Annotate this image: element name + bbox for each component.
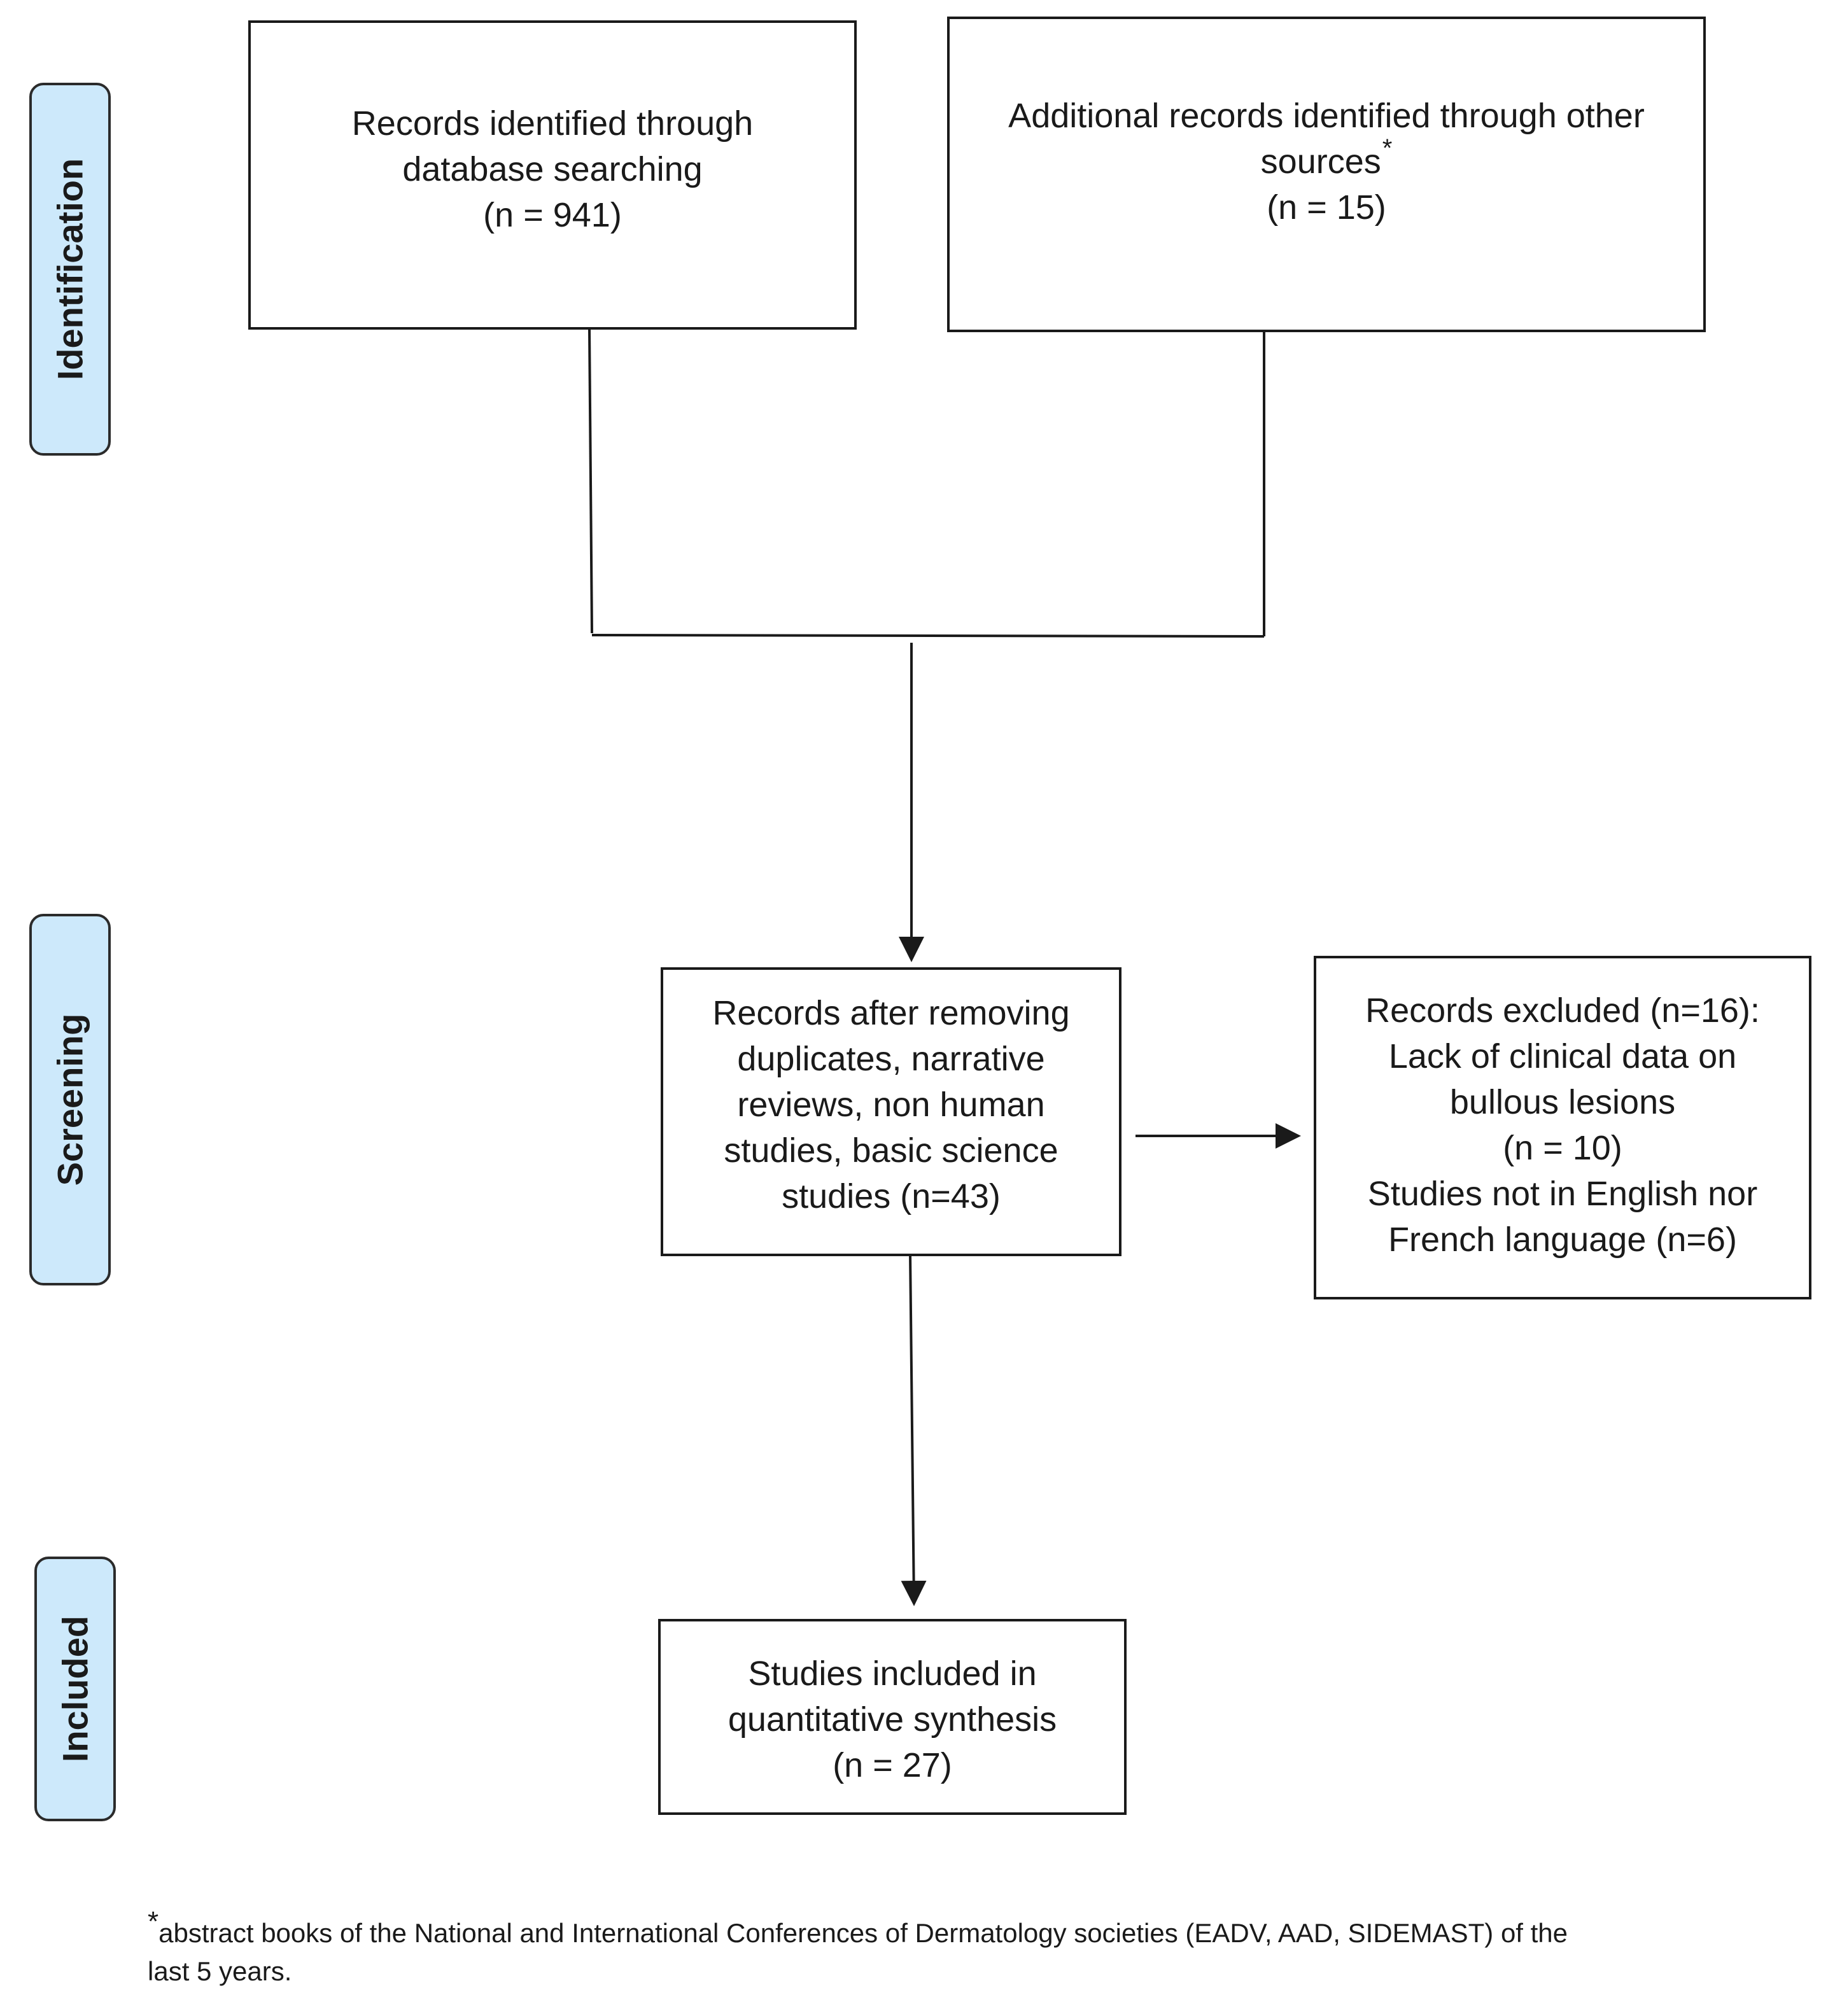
- footnote-star: *: [148, 1906, 159, 1937]
- box-excluded-line-5: Studies not in English nor: [1367, 1175, 1758, 1213]
- arrow-screening-to-included: [901, 1253, 927, 1606]
- box-excluded-line-6: French language (n=6): [1388, 1221, 1737, 1259]
- box-included-line-2: quantitative synthesis: [728, 1700, 1057, 1739]
- box-other-line-2: sources*: [1260, 136, 1393, 185]
- footnote-text-1: abstract books of the National and Inter…: [158, 1918, 1568, 1948]
- stage-screening-label: Screening: [50, 1013, 90, 1186]
- stage-included: Included: [34, 1557, 116, 1821]
- box-excluded-line-4: (n = 10): [1503, 1129, 1622, 1167]
- box-records-excluded: Records excluded (n=16): Lack of clinica…: [1314, 956, 1811, 1299]
- box-database-count: (n = 941): [483, 196, 622, 234]
- box-other-sources-word: sources: [1260, 143, 1381, 181]
- box-studies-included: Studies included in quantitative synthes…: [658, 1619, 1127, 1815]
- box-after-removal-line-5: studies (n=43): [782, 1177, 1001, 1215]
- connector-merge-horizontal: [591, 634, 1265, 638]
- footnote-line-1: *abstract books of the National and Inte…: [148, 1906, 1688, 1952]
- box-database-line-1: Records identified through: [351, 104, 754, 143]
- box-after-removal: Records after removing duplicates, narra…: [661, 967, 1121, 1256]
- stage-screening: Screening: [29, 914, 111, 1285]
- stage-identification: Identification: [29, 83, 111, 456]
- stage-included-label: Included: [55, 1615, 95, 1763]
- box-after-removal-line-1: Records after removing: [712, 994, 1070, 1032]
- box-excluded-line-2: Lack of clinical data on: [1388, 1037, 1737, 1075]
- box-excluded-line-3: bullous lesions: [1449, 1083, 1676, 1121]
- box-after-removal-line-2: duplicates, narrative: [737, 1040, 1045, 1078]
- box-other-count: (n = 15): [1267, 188, 1386, 227]
- box-after-removal-line-4: studies, basic science: [724, 1131, 1058, 1170]
- box-included-count: (n = 27): [833, 1746, 952, 1784]
- stage-identification-label: Identification: [50, 158, 90, 381]
- box-other-line-1: Additional records identified through ot…: [1008, 97, 1645, 135]
- box-after-removal-line-3: reviews, non human: [737, 1086, 1045, 1124]
- box-included-line-1: Studies included in: [748, 1655, 1037, 1693]
- footnote: *abstract books of the National and Inte…: [148, 1906, 1688, 1991]
- box-excluded-line-1: Records excluded (n=16):: [1365, 991, 1760, 1030]
- box-database-records: Records identified through database sear…: [248, 20, 857, 330]
- box-database-line-2: database searching: [402, 150, 703, 188]
- footnote-line-2: last 5 years.: [148, 1956, 292, 1986]
- footnote-marker: *: [1382, 134, 1393, 162]
- box-other-sources: Additional records identified through ot…: [947, 17, 1706, 332]
- connector-database-down: [588, 329, 593, 634]
